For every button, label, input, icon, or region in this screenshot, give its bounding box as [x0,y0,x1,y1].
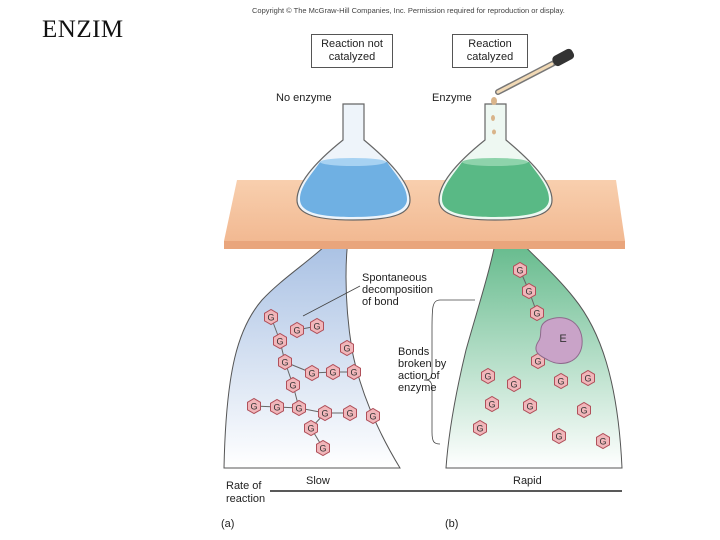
glucose-unit: G [290,321,304,339]
glucose-unit: G [507,375,521,393]
glucose-unit: G [596,432,610,450]
glucose-letter: G [555,432,562,442]
glucose-letter: G [319,444,326,454]
label-catalyzed-line1: Reaction [468,38,512,50]
glucose-letter: G [267,313,274,323]
right-reaction-region [445,213,623,469]
glucose-letter: G [329,368,336,378]
left-liquid [300,162,407,217]
glucose-unit: G [264,308,278,326]
callout-spontaneous: Spontaneous decomposition of bond [362,272,433,308]
glucose-letter: G [584,374,591,384]
glucose-unit: G [305,364,319,382]
glucose-unit: G [347,363,361,381]
panel-a-label: (a) [221,518,235,530]
rate-slow: Slow [306,475,330,487]
table [224,180,625,241]
glucose-unit: G [247,397,261,415]
label-catalyzed-line2: catalyzed [466,51,514,63]
glucose-unit: G [270,398,284,416]
glucose-letter: G [307,424,314,434]
glucose-unit: G [273,332,287,350]
left-reaction-region [223,214,401,469]
label-enzyme: Enzyme [432,92,472,104]
glucose-letter: G [369,412,376,422]
glucose-unit: G [513,261,527,279]
glucose-letter: G [557,377,564,387]
glucose-letter: G [308,369,315,379]
slide-title: ENZIM [42,16,124,43]
glucose-unit: G [473,419,487,437]
glucose-letter: G [484,372,491,382]
glucose-letter: G [343,344,350,354]
dropper-icon [491,48,575,135]
glucose-letter: G [534,357,541,367]
glucose-letter: G [516,266,523,276]
table-edge [224,241,625,249]
rate-rapid: Rapid [513,475,542,487]
glucose-unit: G [343,404,357,422]
glucose-letter: G [273,403,280,413]
glucose-letter: G [476,424,483,434]
glucose-unit: G [522,282,536,300]
copyright-notice: Copyright © The McGraw-Hill Companies, I… [252,6,565,15]
glucose-unit: G [577,401,591,419]
right-liquid [442,162,549,217]
glucose-letter: G [525,287,532,297]
glucose-letter: G [281,358,288,368]
glucose-letter: G [350,368,357,378]
enzyme-letter: E [559,333,566,345]
glucose-letter: G [599,437,606,447]
glucose-unit: G [316,439,330,457]
glucose-unit: G [554,372,568,390]
glucose-letter: G [321,409,328,419]
glucose-letter: G [276,337,283,347]
glucose-letter: G [289,381,296,391]
rate-label: Rate of reaction [226,480,266,505]
glucose-unit: G [485,395,499,413]
glucose-letter: G [313,322,320,332]
glucose-unit: G [523,397,537,415]
glucose-unit: G [278,353,292,371]
callout-bracket [423,299,441,445]
right-molecules: G G G G G G G G G G G G G G [473,261,610,450]
glucose-unit: G [326,363,340,381]
glucose-unit: G [581,369,595,387]
glucose-unit: G [318,404,332,422]
glucose-unit: G [286,376,300,394]
glucose-unit: G [530,304,544,322]
glucose-unit: G [292,399,306,417]
glucose-letter: G [250,402,257,412]
glucose-letter: G [526,402,533,412]
glucose-unit: G [481,367,495,385]
glucose-letter: G [580,406,587,416]
enzyme-icon: E [535,317,583,364]
glucose-letter: G [510,380,517,390]
glucose-letter: G [293,326,300,336]
glucose-unit: G [366,407,380,425]
glucose-unit: G [340,339,354,357]
glucose-unit: G [552,427,566,445]
callout-line-spontaneous [302,285,361,317]
label-not-catalyzed-line1: Reaction not [321,38,383,50]
label-not-catalyzed: Reaction not catalyzed [311,34,393,68]
panel-b-label: (b) [445,518,459,530]
glucose-unit: G [304,419,318,437]
glucose-letter: G [533,309,540,319]
label-no-enzyme: No enzyme [276,92,332,104]
label-not-catalyzed-line2: catalyzed [328,51,376,63]
callout-bonds-broken: Bonds broken by action of enzyme [398,346,447,394]
glucose-letter: G [346,409,353,419]
label-catalyzed: Reaction catalyzed [452,34,528,68]
glucose-unit: G [310,317,324,335]
glucose-letter: G [295,404,302,414]
glucose-letter: G [488,400,495,410]
